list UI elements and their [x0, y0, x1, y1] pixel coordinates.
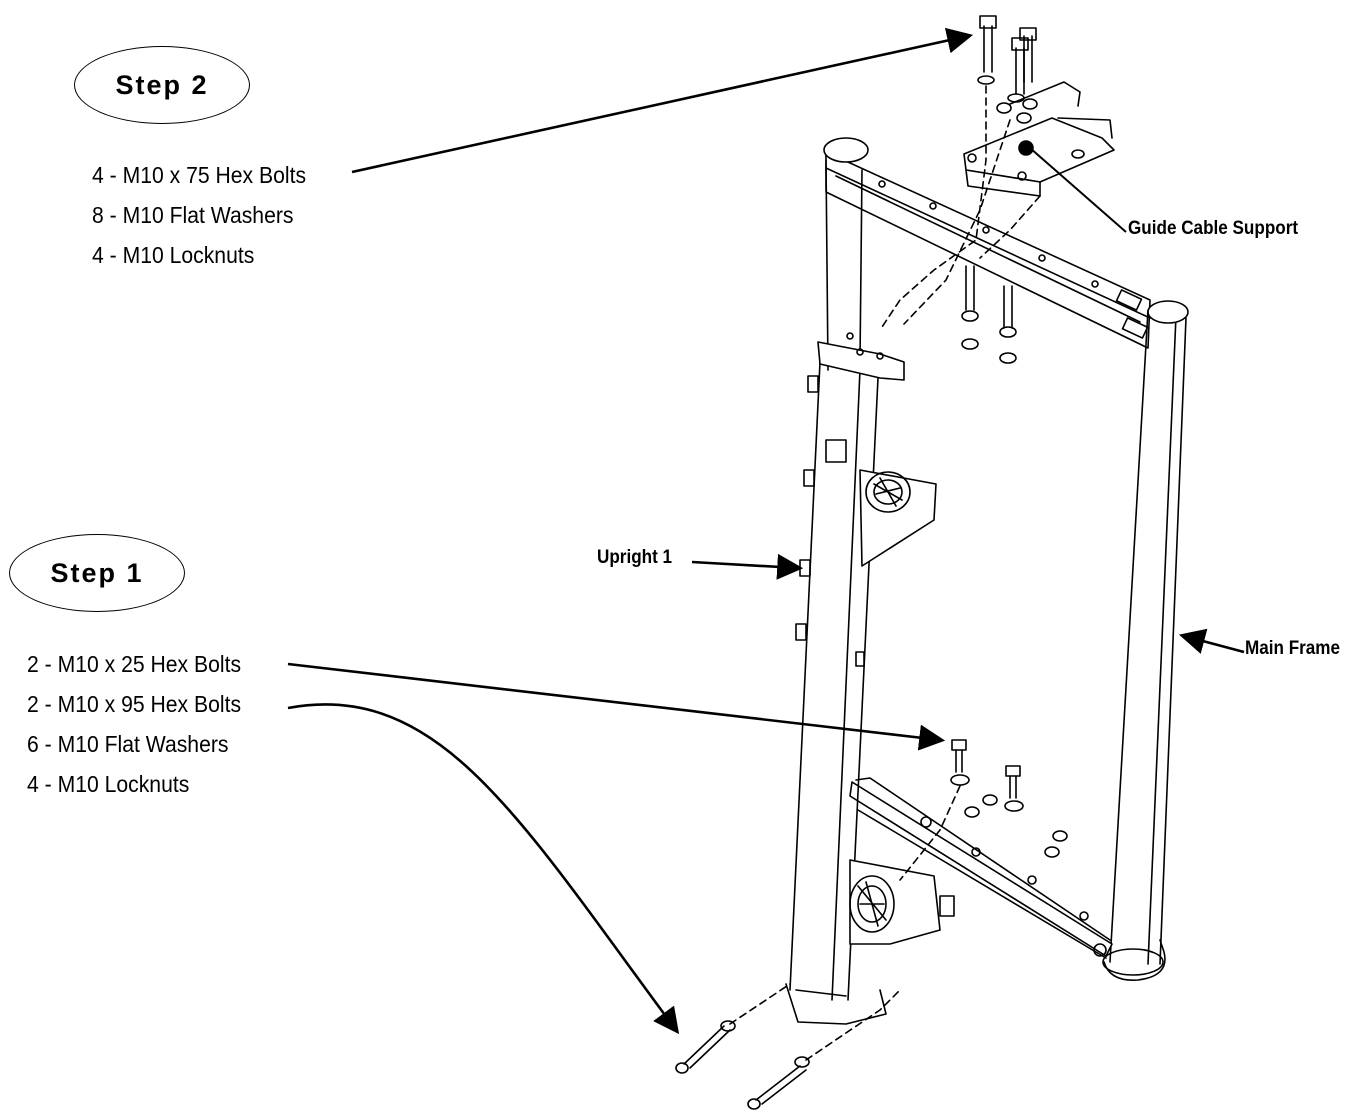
step2-parts-list: 4 - M10 x 75 Hex Bolts 8 - M10 Flat Wash…	[92, 155, 306, 275]
parts-item: 2 - M10 x 95 Hex Bolts	[27, 691, 242, 717]
guide-cable-support-label: Guide Cable Support	[1128, 218, 1299, 239]
upright-1-label: Upright 1	[597, 547, 673, 568]
parts-item: 8 - M10 Flat Washers	[92, 202, 294, 228]
step2-leader-arrow	[351, 27, 974, 174]
guide-cable-leader-line	[1029, 147, 1127, 233]
parts-item: 4 - M10 Locknuts	[92, 242, 255, 268]
step2-title: Step 2	[74, 46, 250, 124]
step1-hardware	[675, 739, 1068, 1110]
step2-hardware	[879, 15, 1041, 364]
parts-item: 2 - M10 x 25 Hex Bolts	[27, 651, 242, 677]
main-frame-label: Main Frame	[1245, 638, 1341, 659]
main-frame-leader-arrow	[1178, 628, 1245, 654]
upright-1-leader-arrow	[691, 553, 804, 580]
parts-item: 6 - M10 Flat Washers	[27, 731, 229, 757]
step1-title: Step 1	[9, 534, 185, 612]
main-frame	[823, 137, 1189, 981]
step1-bolt95-leader-arrow	[287, 703, 680, 1035]
step1-bolt25-leader-arrow	[287, 662, 946, 751]
step1-parts-list: 2 - M10 x 25 Hex Bolts 2 - M10 x 95 Hex …	[27, 644, 241, 804]
parts-item: 4 - M10 x 75 Hex Bolts	[92, 162, 307, 188]
upright-1	[785, 332, 955, 1025]
parts-item: 4 - M10 Locknuts	[27, 771, 190, 797]
